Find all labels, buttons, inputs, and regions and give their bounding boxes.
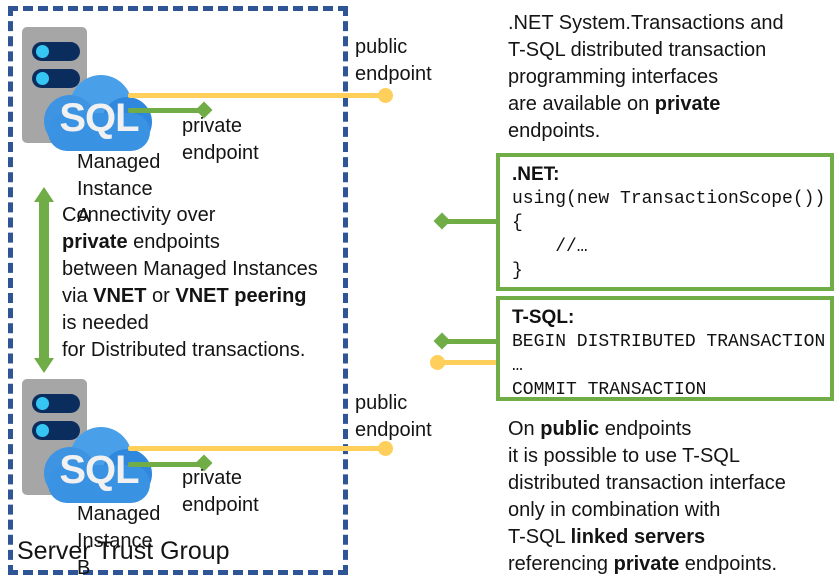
connectivity-bold-private: private	[62, 231, 128, 253]
sql-cloud-icon: SQL	[44, 427, 154, 505]
tsql-box-yellow-connector-line	[440, 360, 500, 365]
connectivity-line-4-mid: or	[146, 285, 176, 307]
private-endpoint-line-a	[128, 108, 206, 113]
server-led-icon	[36, 45, 49, 58]
sql-cloud-label: SQL	[59, 96, 139, 140]
top-note-line-4-prefix: are available on	[508, 93, 655, 115]
bottom-note-line-1-suffix: endpoints	[599, 418, 692, 440]
dotnet-code-box: .NET: using(new TransactionScope()) { //…	[496, 153, 834, 291]
bottom-note-bold-public: public	[540, 418, 600, 440]
server-trust-group-label: Server Trust Group	[14, 536, 233, 566]
cloud-base	[48, 113, 150, 151]
public-endpoint-line-a	[128, 93, 386, 98]
public-endpoint-note: On public endpoints it is possible to use…	[508, 416, 838, 578]
top-note-line-5: endpoints.	[508, 120, 601, 142]
tsql-code-box: T-SQL: BEGIN DISTRIBUTED TRANSACTION … C…	[496, 296, 834, 401]
server-led-icon	[36, 72, 49, 85]
connectivity-line-6: for Distributed transactions.	[62, 339, 306, 361]
connectivity-double-arrow	[34, 187, 54, 373]
tsql-code-title: T-SQL:	[512, 307, 575, 328]
private-endpoint-label-a: private endpoint	[182, 115, 259, 164]
sql-cloud-icon: SQL	[44, 75, 154, 153]
bottom-note-bold-linked-servers: linked servers	[570, 526, 706, 548]
private-endpoint-label-b: private endpoint	[182, 467, 259, 516]
server-led-icon	[36, 397, 49, 410]
dotnet-box-connector-line	[440, 219, 500, 224]
bottom-note-bold-private: private	[613, 553, 680, 575]
managed-instance-a-caption: Managed Instance A	[77, 151, 161, 227]
sql-cloud-label: SQL	[59, 448, 139, 492]
top-note-line-1: .NET System.Transactions and	[508, 12, 784, 34]
bottom-note-line-2: it is possible to use T-SQL	[508, 445, 740, 467]
bottom-note-line-3: distributed transaction interface	[508, 472, 786, 494]
bottom-note-line-5-prefix: T-SQL	[508, 526, 571, 548]
arrow-head-down-icon	[34, 358, 54, 373]
arrow-head-up-icon	[34, 187, 54, 202]
connectivity-bold-vnet-peering: VNET peering	[175, 285, 307, 307]
connectivity-line-1: Connectivity over	[62, 204, 216, 226]
server-trust-group-boundary	[8, 6, 348, 575]
connectivity-line-3: between Managed Instances	[62, 258, 318, 280]
connectivity-line-4-prefix: via	[62, 285, 94, 307]
dotnet-box-connector-marker	[433, 212, 451, 230]
bottom-note-line-1-prefix: On	[508, 418, 541, 440]
tsql-box-green-connector-marker	[433, 332, 451, 350]
connectivity-bold-vnet: VNET	[93, 285, 147, 307]
dotnet-code-title: .NET:	[512, 164, 560, 185]
public-endpoint-dot-b	[378, 441, 393, 456]
arrow-shaft	[39, 200, 49, 360]
top-note-bold-private: private	[654, 93, 721, 115]
public-endpoint-label-b: public endpoint	[355, 392, 432, 441]
connectivity-note: Connectivity over private endpoints betwee…	[62, 202, 362, 364]
top-note-line-3: programming interfaces	[508, 66, 719, 88]
server-led-icon	[36, 424, 49, 437]
bottom-note-line-6-suffix: endpoints.	[679, 553, 778, 575]
private-endpoint-line-b	[128, 462, 206, 467]
public-endpoint-line-b	[128, 446, 386, 451]
bottom-note-line-6-prefix: referencing	[508, 553, 614, 575]
dotnet-code-body: using(new TransactionScope()) { //… }	[512, 189, 826, 281]
connectivity-line-2-rest: endpoints	[127, 231, 220, 253]
bottom-note-line-4: only in combination with	[508, 499, 721, 521]
public-endpoint-dot-a	[378, 88, 393, 103]
tsql-code-body: BEGIN DISTRIBUTED TRANSACTION … COMMIT T…	[512, 332, 826, 400]
top-note-line-2: T-SQL distributed transaction	[508, 39, 767, 61]
cloud-base	[48, 465, 150, 503]
connectivity-line-5: is needed	[62, 312, 149, 334]
tsql-box-green-connector-line	[440, 339, 500, 344]
tsql-box-yellow-connector-dot	[430, 355, 445, 370]
managed-instance-b-caption: Managed Instance B	[77, 503, 161, 579]
public-endpoint-label-a: public endpoint	[355, 36, 432, 85]
